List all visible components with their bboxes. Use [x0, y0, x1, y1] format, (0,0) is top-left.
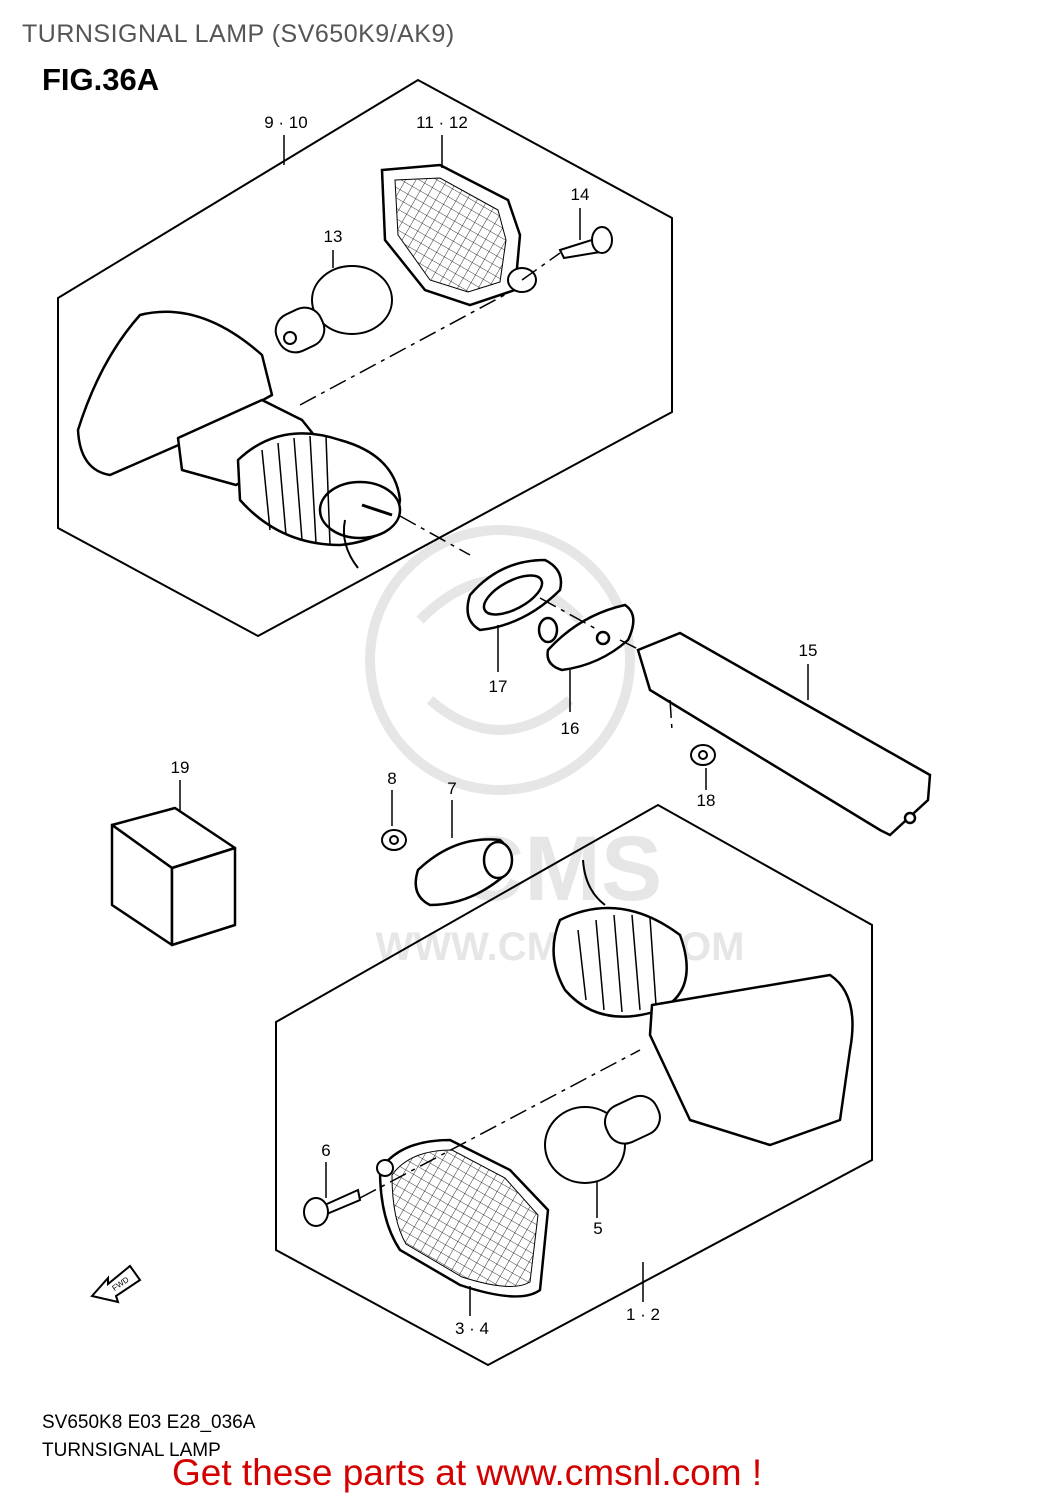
plate-15 [636, 631, 932, 837]
bracket-plate-16 [537, 603, 635, 672]
lower-assembly-box [275, 803, 873, 1367]
part-label-3-4: 3 · 4 [455, 1319, 489, 1338]
upper-lamp-housing [76, 310, 402, 547]
part-label-9-10: 9 · 10 [264, 113, 307, 132]
lower-lamp-housing [552, 906, 854, 1147]
upper-lamp-stud [361, 503, 393, 517]
nut-18 [690, 744, 716, 766]
leader-lines [179, 135, 809, 1316]
part-label-11-12: 11 · 12 [416, 113, 468, 132]
upper-assembly-box [57, 78, 673, 638]
bulb-5 [544, 1094, 661, 1184]
part-label-16: 16 [561, 719, 580, 738]
lower-lamp-bellows [577, 914, 657, 1013]
part-label-1-2: 1 · 2 [626, 1305, 660, 1324]
upper-lamp-bellows [261, 435, 331, 546]
gasket-7 [414, 838, 514, 907]
drawing-name: TURNSIGNAL LAMP [42, 1440, 221, 1461]
fwd-arrow-icon: FWD [90, 1264, 142, 1304]
part-label-5: 5 [593, 1219, 602, 1238]
upper-lens [380, 163, 537, 307]
part-labels: 9 · 10 11 · 12 13 14 15 16 17 18 19 8 7 … [171, 113, 818, 1338]
nut-8 [381, 829, 407, 851]
part-label-14: 14 [571, 185, 590, 204]
assembly-lines [299, 252, 673, 1199]
part-label-19: 19 [171, 758, 190, 777]
bulb-13 [274, 265, 393, 354]
part-label-7: 7 [447, 779, 456, 798]
part-label-8: 8 [387, 769, 396, 788]
gasket-17 [466, 558, 563, 632]
page-title: TURNSIGNAL LAMP (SV650K9/AK9) [22, 20, 455, 48]
lower-lens [376, 1138, 550, 1298]
part-label-6: 6 [321, 1141, 330, 1160]
upper-lamp-wire [342, 519, 359, 569]
relay-19 [110, 806, 237, 947]
part-label-15: 15 [799, 641, 818, 660]
part-label-17: 17 [489, 677, 508, 696]
part-label-18: 18 [697, 791, 716, 810]
cta-link[interactable]: Get these parts at www.cmsnl.com ! [172, 1452, 763, 1493]
screw-14 [558, 226, 613, 260]
screw-6 [303, 1188, 362, 1227]
part-label-13: 13 [324, 227, 343, 246]
drawing-code: SV650K8 E03 E28_036A [42, 1412, 256, 1433]
lower-lamp-wire [582, 859, 606, 906]
figure-label: FIG.36A [42, 62, 160, 97]
